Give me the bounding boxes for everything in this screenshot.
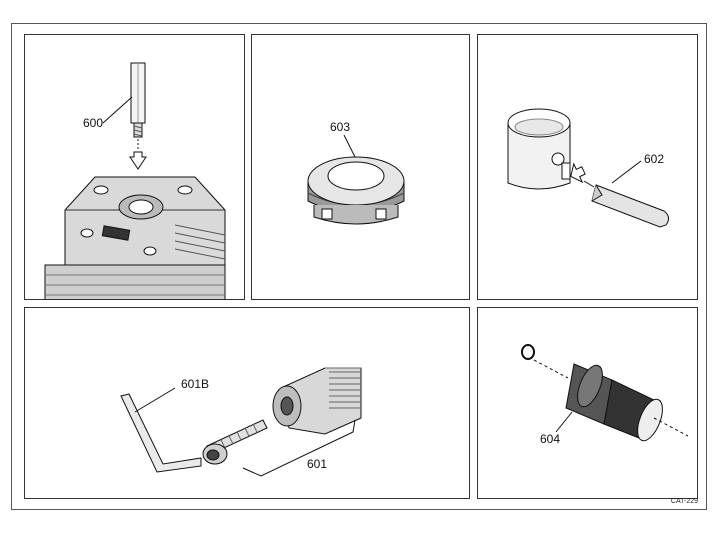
label-600: 600	[83, 116, 103, 130]
illustration-tool-601: 601B 601	[120, 367, 362, 477]
panel-tool-600: 600	[24, 34, 245, 300]
label-603: 603	[330, 120, 350, 134]
tool-600-drawing	[102, 62, 147, 170]
panel-tool-602: 602	[477, 34, 698, 300]
panel-tool-604: 604	[477, 307, 698, 499]
label-602: 602	[644, 152, 664, 166]
illustration-piston-602: 602	[507, 108, 670, 228]
illustration-cylinder-head: 600	[44, 62, 226, 299]
panel-tool-603: 603	[251, 34, 470, 300]
label-601: 601	[307, 457, 327, 471]
catalog-frame	[11, 23, 707, 510]
illustration-tool-604: 604	[521, 344, 689, 446]
cylinder-head-drawing	[44, 176, 226, 299]
illustration-ring-603: 603	[307, 120, 405, 225]
catalog-code: CAT-229	[670, 498, 698, 505]
label-604: 604	[540, 432, 560, 446]
label-601b: 601B	[181, 377, 209, 391]
panel-tool-601: 601B 601	[24, 307, 470, 499]
